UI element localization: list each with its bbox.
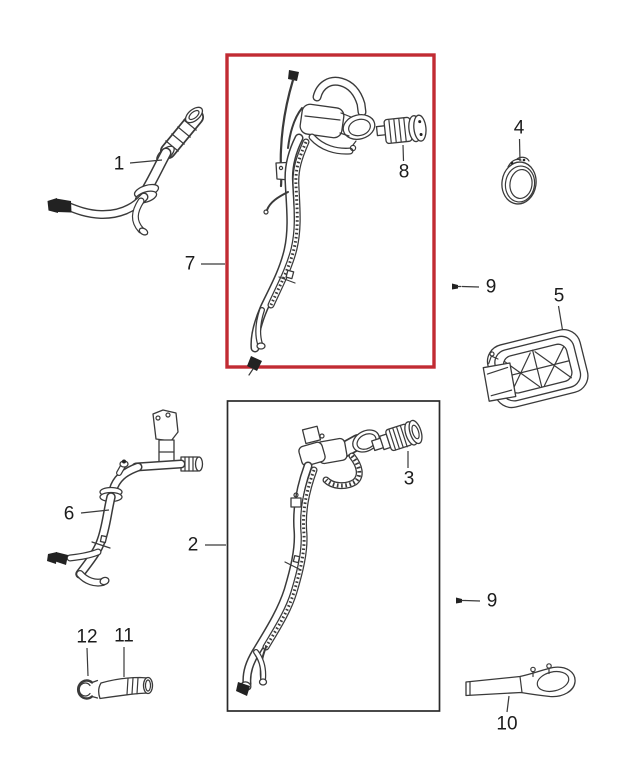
part-4-drawing [501, 156, 537, 205]
callout-1[interactable]: 1 [113, 153, 125, 175]
callout-5[interactable]: 5 [553, 285, 565, 307]
part-12-drawing [77, 679, 99, 700]
part-6-drawing [47, 409, 204, 587]
callout-4[interactable]: 4 [513, 117, 525, 139]
callout-12[interactable]: 12 [76, 626, 98, 648]
callout-10[interactable]: 10 [496, 713, 518, 735]
part-1-drawing [47, 106, 204, 236]
part-10-drawing [465, 663, 576, 698]
highlight-box-part-7[interactable] [225, 53, 436, 369]
callout-6[interactable]: 6 [63, 503, 75, 525]
part-5-drawing [482, 329, 589, 409]
part-11-drawing [97, 676, 154, 700]
callout-2[interactable]: 2 [187, 534, 199, 556]
part-8-drawing [375, 114, 427, 145]
callout-9-bottom[interactable]: 9 [486, 590, 498, 612]
leader-lines [80, 138, 564, 713]
part-2-drawing [236, 425, 380, 696]
callout-3[interactable]: 3 [403, 468, 415, 490]
part-3-drawing [371, 419, 423, 452]
callout-8[interactable]: 8 [398, 161, 410, 183]
callout-11[interactable]: 11 [114, 625, 134, 647]
outline-box-part-2[interactable] [226, 400, 441, 712]
part-7-drawing [247, 70, 376, 376]
part-9-top-drawing [452, 283, 462, 290]
callout-9-top[interactable]: 9 [485, 276, 497, 298]
part-9-bottom-drawing [456, 597, 466, 604]
callout-7[interactable]: 7 [184, 253, 196, 275]
